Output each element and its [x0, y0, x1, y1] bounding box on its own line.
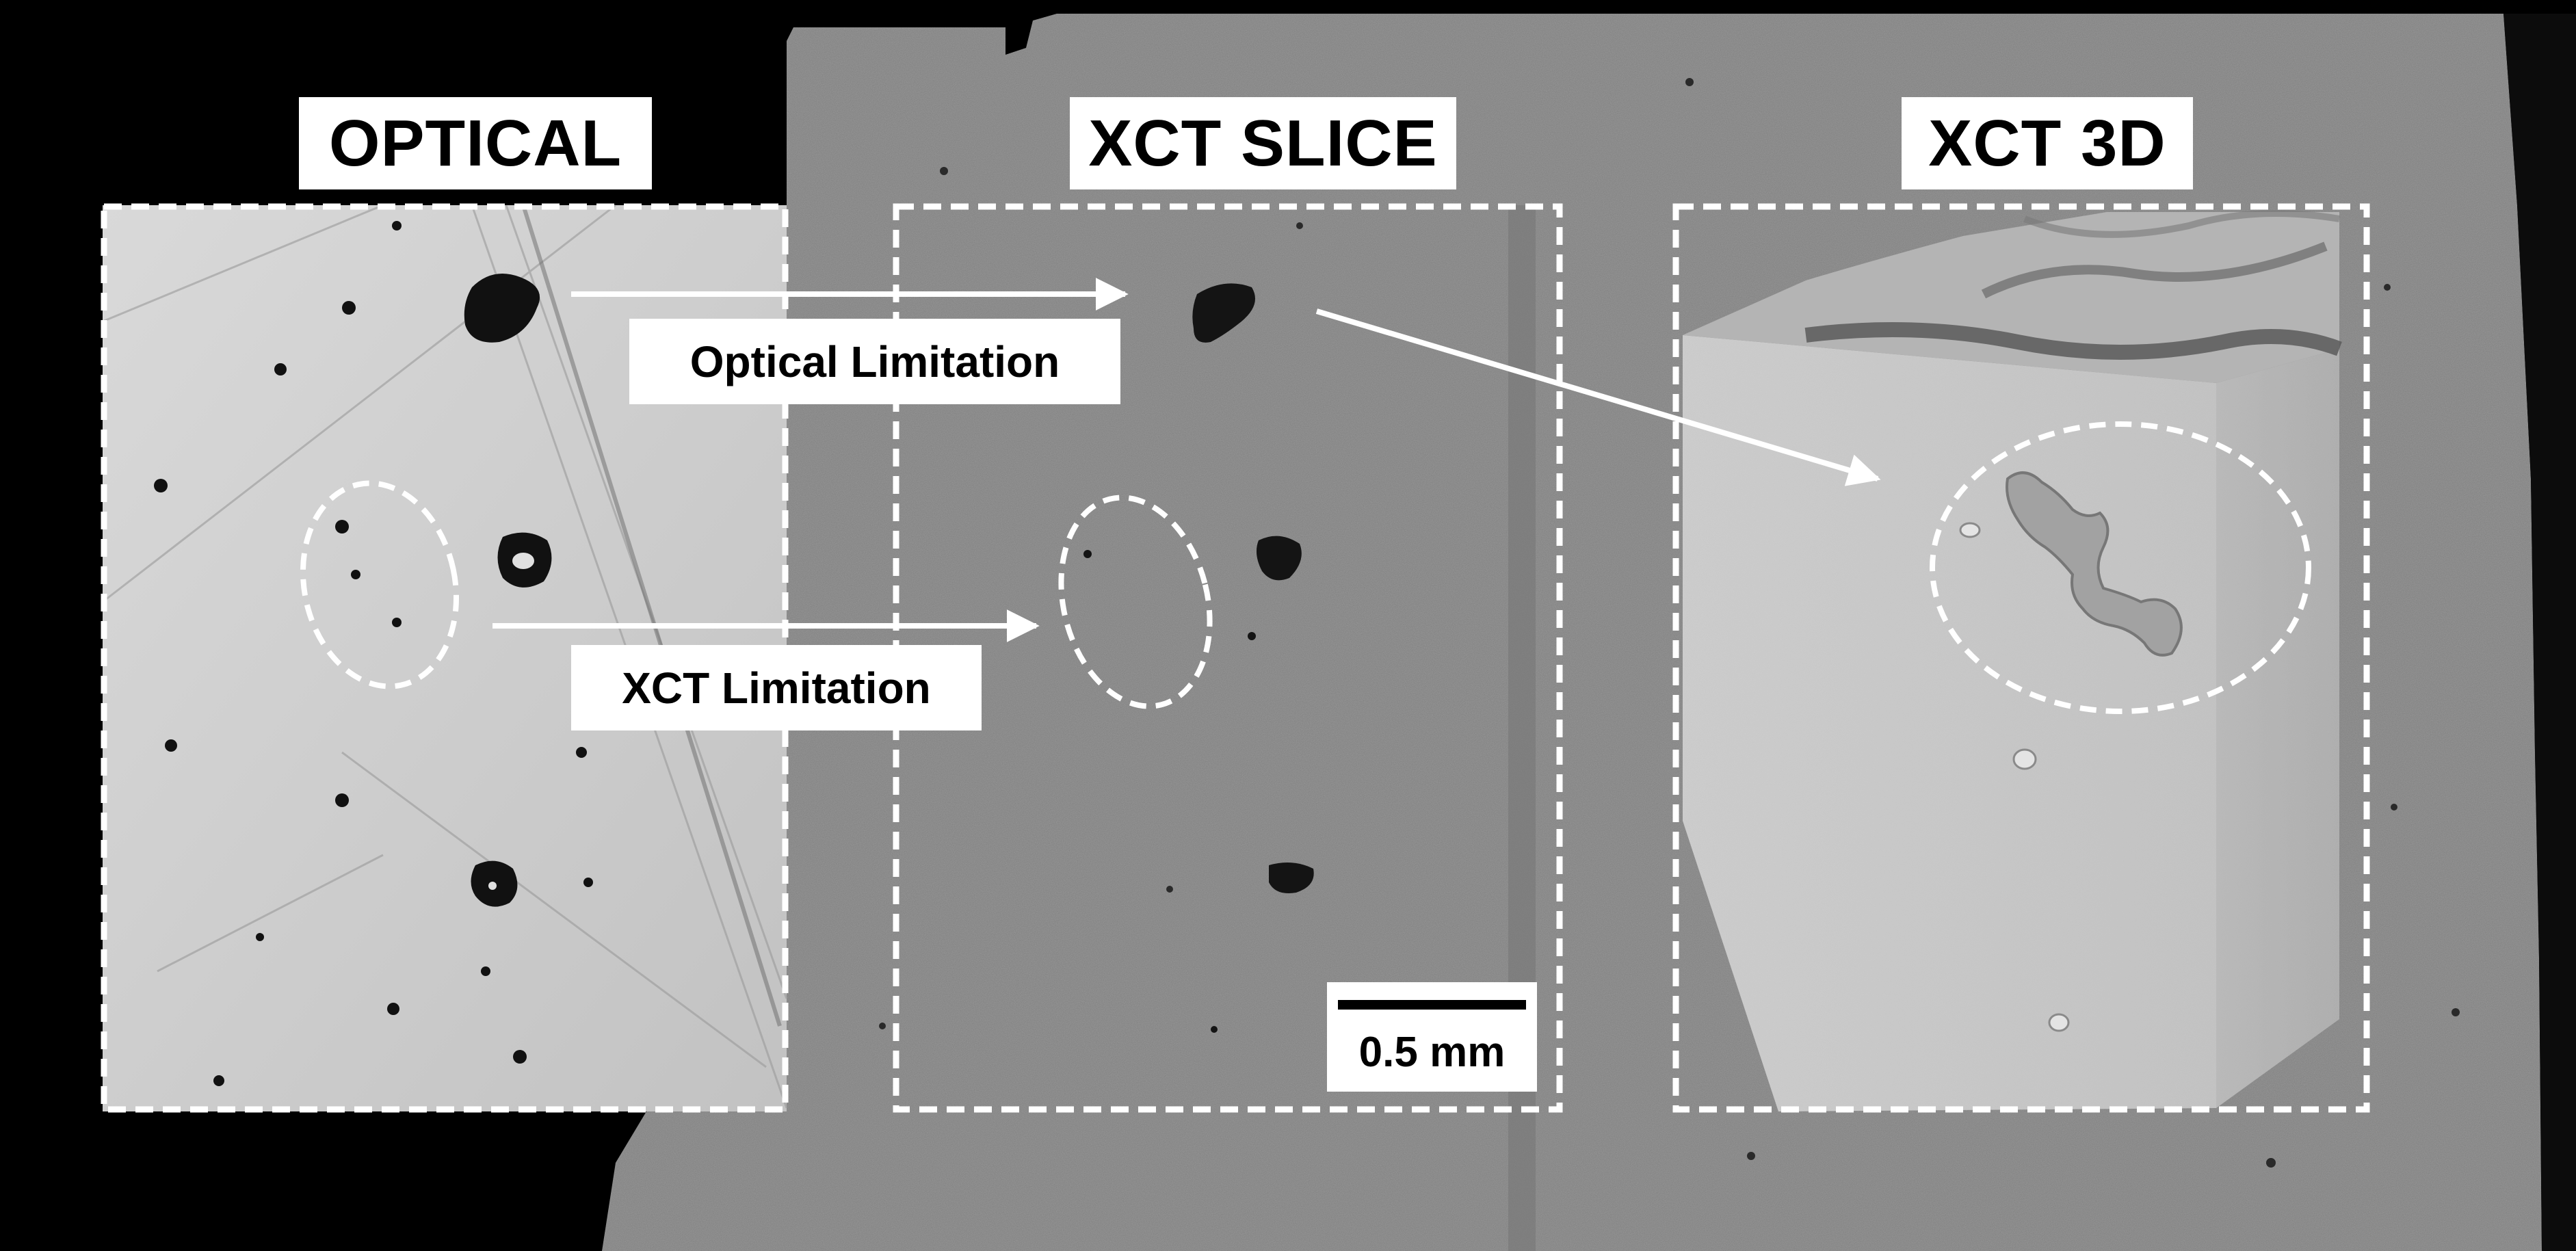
xct-3d-panel-frame	[1672, 203, 2370, 1113]
scale-bar-line	[1338, 1000, 1526, 1010]
xct-slice-pores	[1083, 283, 1314, 1033]
scale-bar-label: 0.5 mm	[1358, 1028, 1506, 1076]
optical-panel-title: OPTICAL	[299, 97, 652, 189]
xct-slice-region-ellipse	[1058, 495, 1213, 709]
xct-limitation-label: XCT Limitation	[571, 645, 982, 730]
scale-bar: 0.5 mm	[1327, 982, 1537, 1092]
optical-region-ellipse	[300, 480, 460, 689]
xct-3d-render	[1683, 210, 2342, 1111]
right-edge-dark	[2503, 14, 2576, 1251]
optical-limitation-label: Optical Limitation	[629, 319, 1120, 404]
xct-slice-panel-title: XCT SLICE	[1070, 97, 1456, 189]
arrow-slice-to-3d	[1315, 308, 1881, 486]
xct-3d-panel-title: XCT 3D	[1902, 97, 2193, 189]
slice-banding	[1508, 205, 1536, 1251]
xct-3d-region-ellipse	[1930, 421, 2311, 714]
